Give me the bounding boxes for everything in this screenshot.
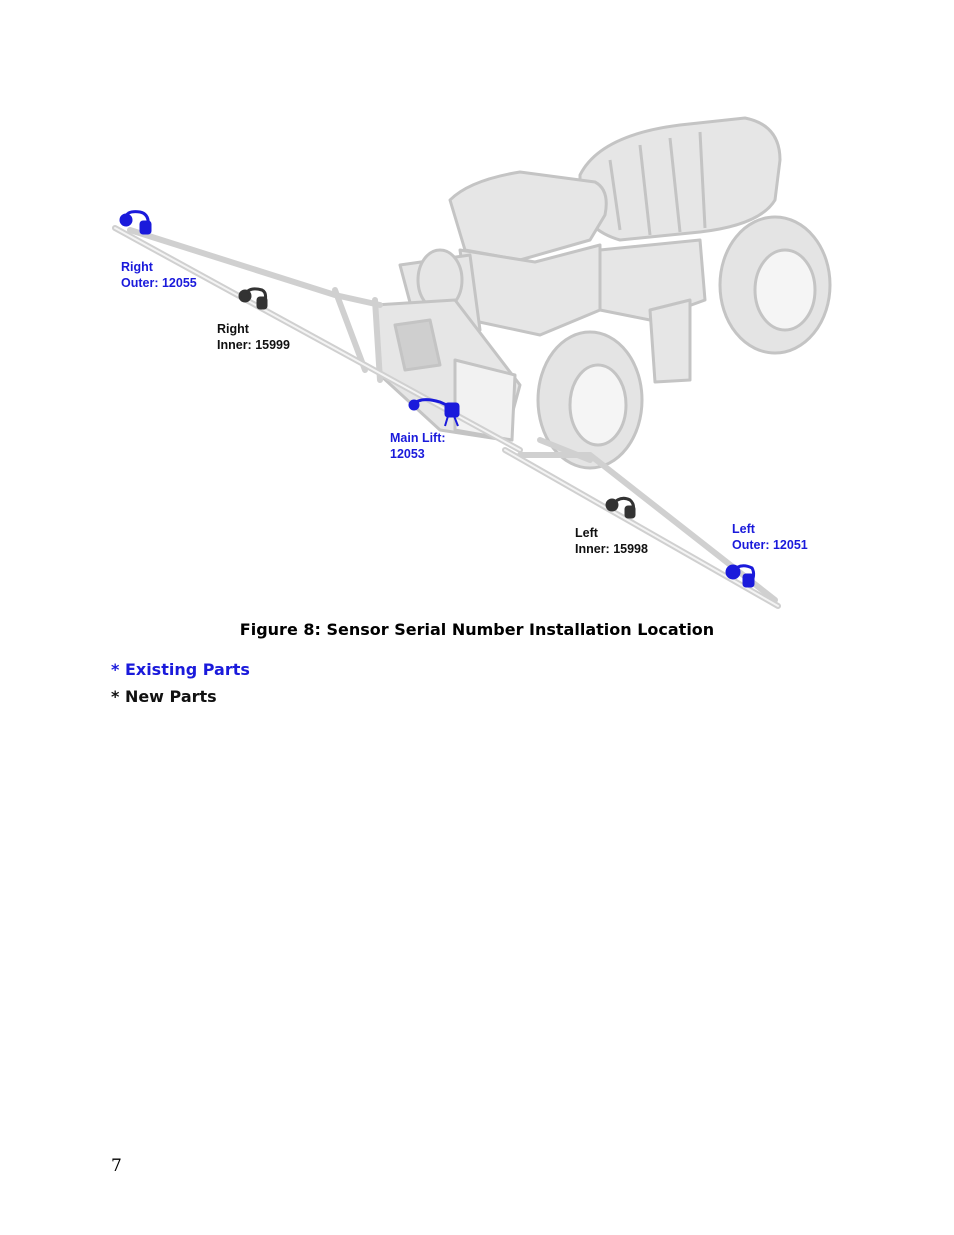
legend-existing-parts: * Existing Parts: [111, 660, 250, 679]
callout-left-outer: Left Outer: 12051: [732, 521, 808, 553]
callout-right-inner-side: Right: [217, 322, 249, 336]
callout-left-inner: Left Inner: 15998: [575, 525, 648, 557]
sensor-right-inner-icon: [238, 287, 268, 310]
callout-left-inner-side: Left: [575, 526, 598, 540]
legend-new-parts: * New Parts: [111, 687, 217, 706]
page-number: 7: [111, 1156, 122, 1176]
sensor-right-outer-icon: [119, 210, 152, 235]
callout-right-outer-side: Right: [121, 260, 153, 274]
callout-left-outer-side: Left: [732, 522, 755, 536]
sensor-left-outer-icon: [725, 564, 756, 588]
callout-right-outer-serial: Outer: 12055: [121, 276, 197, 290]
callout-right-inner: Right Inner: 15999: [217, 321, 290, 353]
callout-main-lift-serial: 12053: [390, 447, 425, 461]
sensor-main-lift-icon: [408, 398, 460, 427]
callout-right-inner-serial: Inner: 15999: [217, 338, 290, 352]
callout-right-outer: Right Outer: 12055: [121, 259, 197, 291]
figure-caption: Figure 8: Sensor Serial Number Installat…: [239, 620, 715, 639]
callout-left-outer-serial: Outer: 12051: [732, 538, 808, 552]
sensor-left-inner-icon: [605, 496, 636, 519]
callout-main-lift: Main Lift: 12053: [390, 430, 446, 462]
callout-main-lift-label: Main Lift:: [390, 431, 446, 445]
sprayer-figure: [112, 116, 832, 609]
callout-left-inner-serial: Inner: 15998: [575, 542, 648, 556]
sprayer-vehicle: [373, 116, 832, 470]
